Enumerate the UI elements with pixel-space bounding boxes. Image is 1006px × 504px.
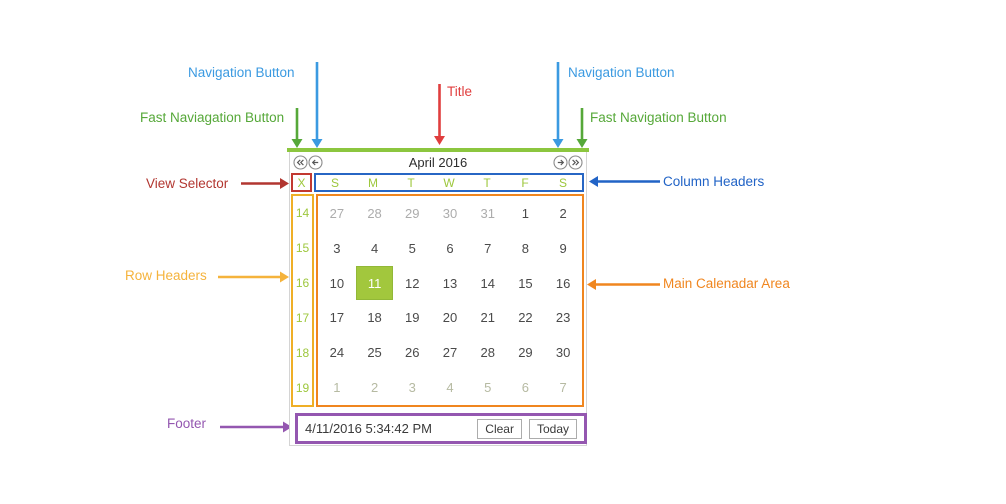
annotation-footer: Footer — [167, 416, 207, 431]
week-number[interactable]: 14 — [295, 206, 310, 221]
day-cell[interactable]: 27 — [442, 345, 458, 361]
day-header: S — [558, 175, 567, 190]
day-cell[interactable]: 7 — [559, 380, 567, 396]
week-number[interactable]: 17 — [295, 310, 310, 325]
day-cell[interactable]: 7 — [484, 240, 492, 256]
arrow-right-circle-icon — [553, 155, 568, 170]
double-chevron-left-circle-icon — [293, 155, 308, 170]
day-cell[interactable]: 17 — [329, 310, 345, 326]
day-cell[interactable]: 31 — [480, 205, 495, 221]
arrow-title-icon — [434, 84, 445, 145]
annotation-fast-nav-left: Fast Naviagation Button — [140, 110, 285, 125]
day-cell[interactable]: 14 — [480, 275, 495, 291]
day-cell[interactable]: 5 — [408, 240, 416, 256]
arrow-fast-nav-right-icon — [576, 108, 588, 148]
annotation-row-headers: Row Headers — [125, 268, 207, 283]
day-cell[interactable]: 25 — [367, 345, 382, 361]
day-cell[interactable]: 23 — [555, 310, 571, 326]
annotation-nav-button-right: Navigation Button — [568, 65, 675, 80]
day-cell[interactable]: 6 — [446, 240, 454, 256]
day-cell[interactable]: 5 — [484, 380, 492, 396]
day-cell[interactable]: 26 — [405, 345, 420, 361]
day-cell[interactable]: 3 — [408, 380, 416, 396]
arrow-footer-icon — [220, 421, 292, 433]
day-header: M — [368, 175, 378, 190]
day-cell[interactable]: 19 — [405, 310, 420, 326]
fast-prev-button[interactable] — [293, 155, 308, 170]
fast-next-button[interactable] — [568, 155, 583, 170]
day-cell[interactable]: 1 — [521, 205, 530, 221]
annotation-view-selector: View Selector — [146, 176, 229, 191]
day-cell[interactable]: 10 — [329, 275, 345, 291]
prev-button[interactable] — [308, 155, 323, 170]
annotation-main-calendar-area: Main Calenadar Area — [663, 276, 790, 291]
day-cell[interactable]: 29 — [405, 205, 420, 221]
day-cell[interactable]: 29 — [518, 345, 533, 361]
arrow-left-circle-icon — [308, 155, 323, 170]
week-number[interactable]: 15 — [295, 241, 310, 256]
day-cell[interactable]: 15 — [518, 275, 533, 291]
calendar-title: April 2016 — [408, 155, 468, 170]
week-number[interactable]: 19 — [295, 380, 310, 395]
week-number[interactable]: 18 — [295, 345, 310, 360]
calendar-top-accent-bar — [287, 148, 589, 152]
day-header: F — [521, 175, 529, 190]
day-cell[interactable]: 27 — [329, 205, 345, 221]
annotation-nav-button-left: Navigation Button — [188, 65, 295, 80]
arrow-main-area-icon — [587, 279, 660, 290]
day-cell[interactable]: 6 — [521, 380, 530, 396]
day-cell[interactable]: 13 — [442, 275, 458, 291]
day-cell[interactable]: 21 — [480, 310, 495, 326]
day-cell[interactable]: 24 — [329, 345, 345, 361]
next-button[interactable] — [553, 155, 568, 170]
arrow-view-selector-icon — [241, 178, 289, 189]
week-number[interactable]: 16 — [295, 276, 310, 291]
annotation-fast-nav-right: Fast Navigation Button — [590, 110, 727, 125]
arrow-nav-left-icon — [311, 62, 323, 148]
annotation-column-headers: Column Headers — [663, 174, 765, 189]
day-cell[interactable]: 18 — [367, 310, 382, 326]
day-header: S — [330, 175, 339, 190]
day-cell[interactable]: 3 — [333, 240, 341, 256]
row-headers-column: 14 15 16 17 18 19 — [291, 194, 314, 407]
day-cell[interactable]: 2 — [370, 380, 379, 396]
annotation-title: Title — [447, 84, 473, 99]
double-chevron-right-circle-icon — [568, 155, 583, 170]
arrow-nav-right-icon — [552, 62, 564, 148]
day-cell[interactable]: 28 — [367, 205, 382, 221]
calendar-control: April 2016 — [289, 152, 587, 446]
footer-datetime: 4/11/2016 5:34:42 PM — [305, 421, 432, 436]
day-cell[interactable]: 1 — [333, 380, 341, 396]
day-cell-selected[interactable]: 11 — [355, 265, 394, 301]
calendar-footer: 4/11/2016 5:34:42 PM Clear Today — [295, 413, 587, 444]
day-cell[interactable]: 28 — [480, 345, 495, 361]
day-cell[interactable]: 30 — [555, 345, 571, 361]
today-button[interactable]: Today — [528, 418, 577, 439]
day-cell[interactable]: 4 — [370, 240, 379, 256]
day-cell[interactable]: 8 — [521, 240, 530, 256]
arrow-column-headers-icon — [589, 176, 660, 187]
day-cell[interactable]: 16 — [555, 275, 571, 291]
day-cell[interactable]: 2 — [559, 205, 567, 221]
day-cell[interactable]: 4 — [446, 380, 454, 396]
day-header: W — [443, 175, 455, 190]
day-cell[interactable]: 20 — [442, 310, 458, 326]
day-header: T — [483, 175, 491, 190]
arrow-fast-nav-left-icon — [291, 108, 303, 148]
day-cell[interactable]: 30 — [442, 205, 458, 221]
arrow-row-headers-icon — [218, 271, 289, 283]
clear-button[interactable]: Clear — [477, 418, 522, 439]
day-header: T — [407, 175, 415, 190]
view-selector[interactable]: X — [291, 173, 312, 192]
day-cell[interactable]: 9 — [559, 240, 567, 256]
day-cell[interactable]: 22 — [518, 310, 533, 326]
day-cell[interactable]: 12 — [405, 275, 420, 291]
